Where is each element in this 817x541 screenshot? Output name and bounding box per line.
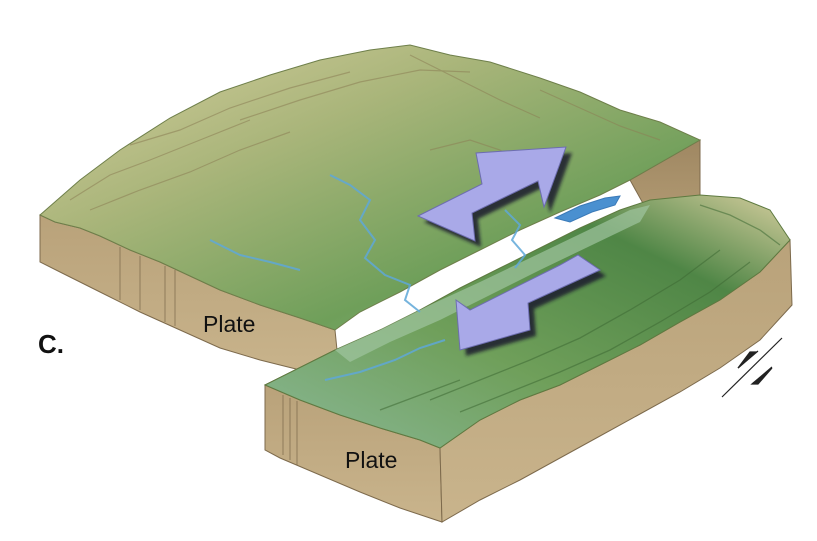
river-lower bbox=[324, 339, 446, 381]
right-ridges bbox=[379, 204, 781, 413]
arrow-northeast-body bbox=[416, 146, 567, 242]
arrow-southwest-body bbox=[455, 254, 602, 351]
river-network bbox=[209, 174, 527, 381]
panel-label: C. bbox=[38, 329, 64, 359]
right-side-streaks bbox=[282, 395, 298, 465]
arrow-southwest bbox=[455, 254, 606, 356]
left-side-streaks bbox=[119, 247, 176, 326]
fault-valley bbox=[335, 205, 650, 362]
river-main bbox=[329, 174, 421, 313]
river-gap bbox=[504, 209, 527, 269]
lake bbox=[553, 195, 621, 223]
right-plate-label: Plate bbox=[345, 447, 397, 473]
left-plate-label: Plate bbox=[203, 311, 255, 337]
river-branch bbox=[209, 239, 301, 271]
left-plate-block bbox=[39, 44, 702, 381]
strike-slip-symbol bbox=[721, 337, 783, 398]
arrow-northeast bbox=[416, 146, 572, 247]
